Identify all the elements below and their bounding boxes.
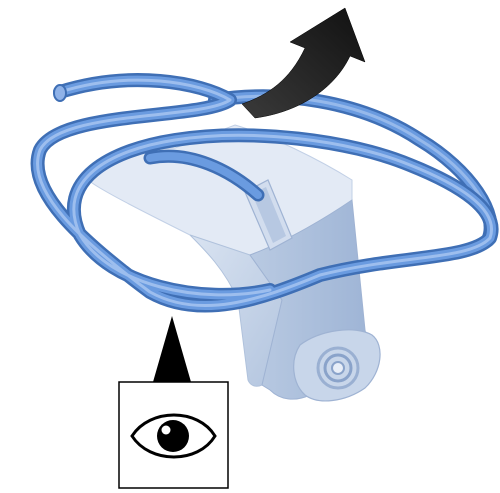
holder-block xyxy=(88,125,380,401)
view-box xyxy=(119,382,228,488)
tube-end-coil xyxy=(318,348,358,388)
pointer-triangle-icon xyxy=(153,316,191,382)
